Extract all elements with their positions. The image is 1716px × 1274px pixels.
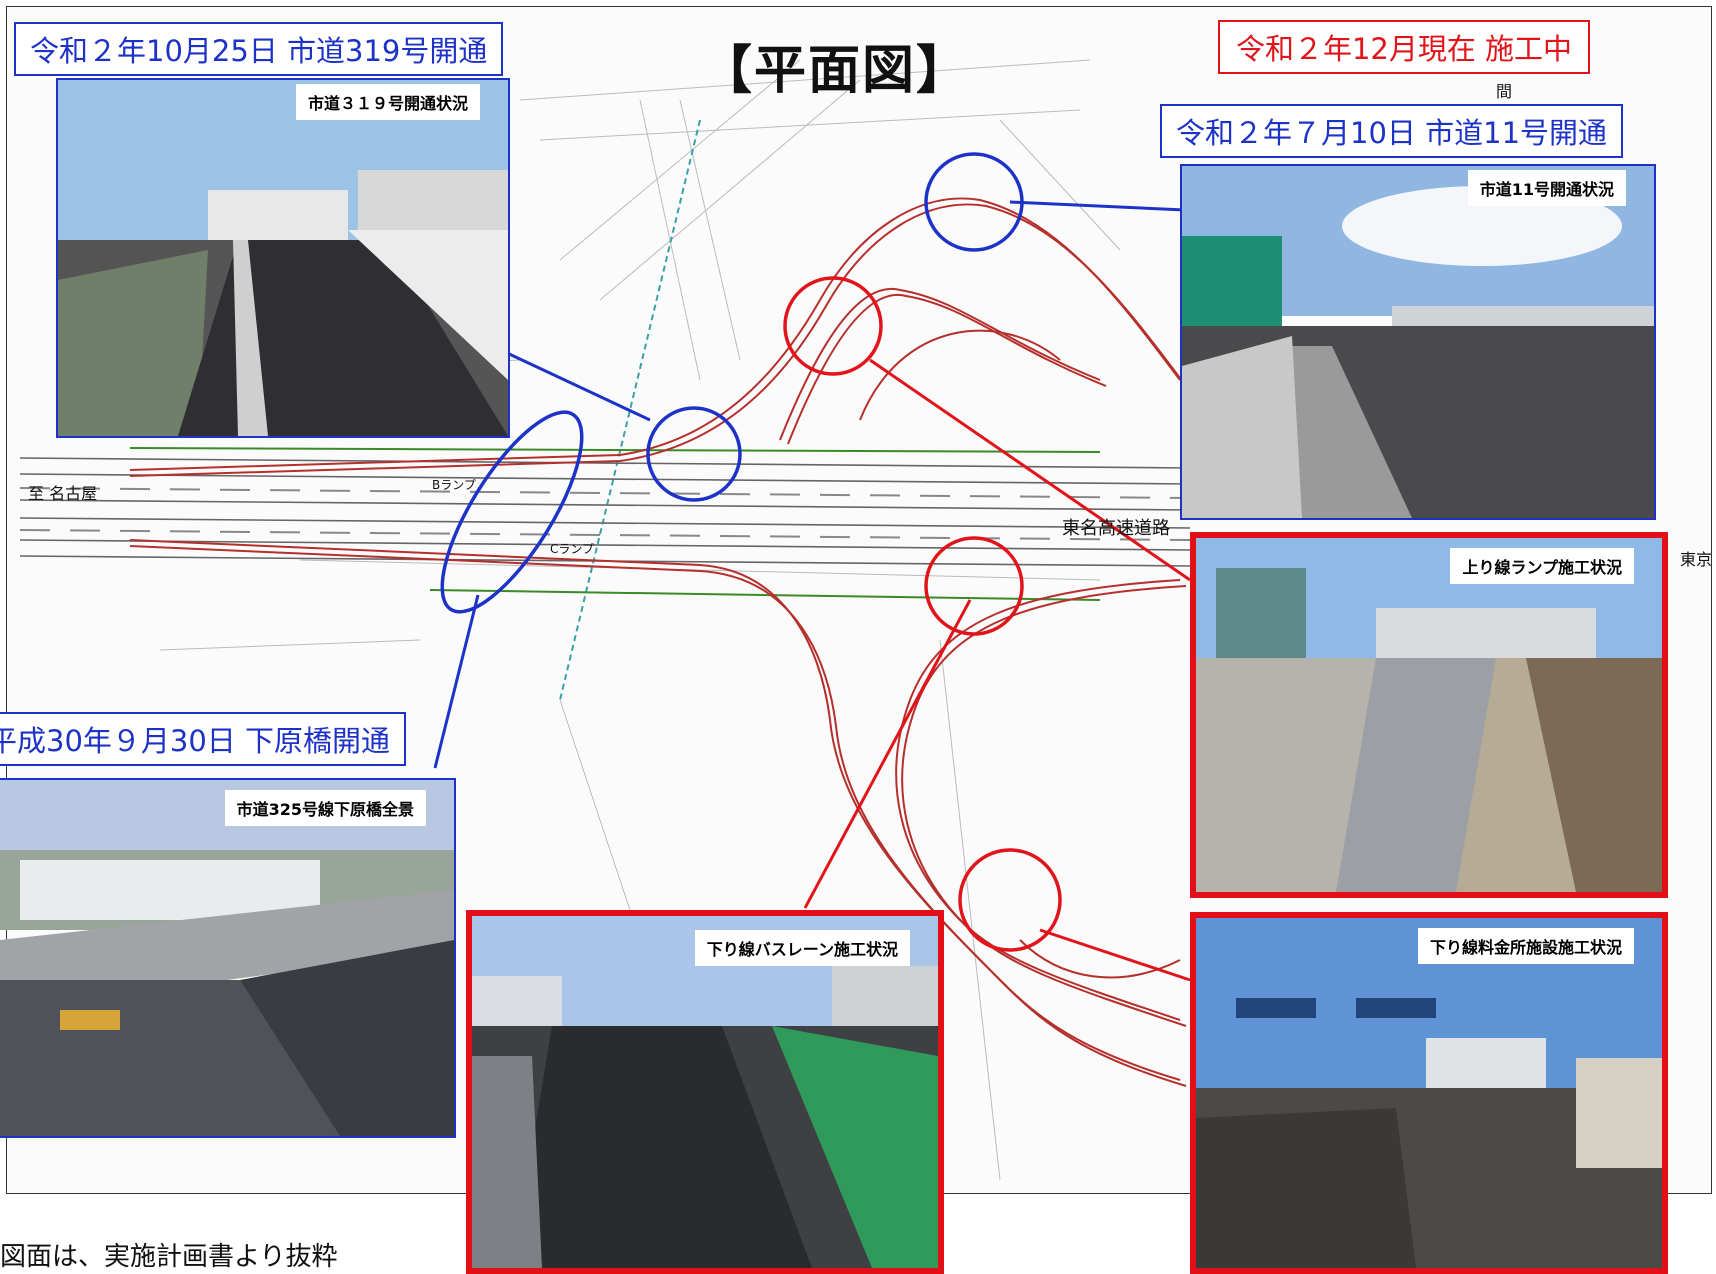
ramp-image (1196, 538, 1662, 892)
ma-label: 間 (1496, 82, 1513, 101)
caption-road-11: 市道11号開通状況 (1467, 170, 1626, 206)
footnote: 図面は、実施計画書より抜粋 (0, 1242, 338, 1272)
to-nagoya-label: 至 名古屋 (28, 484, 98, 503)
photo-shimohara: 市道325号線下原橋全景 (0, 778, 456, 1138)
caption-shimohara: 市道325号線下原橋全景 (224, 790, 426, 826)
label-road-319: 令和２年10月25日 市道319号開通 (14, 22, 504, 76)
photo-ramp: 上り線ランプ施工状況 (1190, 532, 1668, 898)
caption-toll: 下り線料金所施設施工状況 (1417, 928, 1634, 964)
road-11-image (1182, 166, 1654, 518)
label-status: 令和２年12月現在 施工中 (1218, 20, 1590, 74)
photo-road-319: 市道３１９号開通状況 (56, 78, 510, 438)
label-road-11: 令和２年７月10日 市道11号開通 (1160, 104, 1624, 158)
page-title: 【平面図】 (700, 41, 971, 101)
c-ramp-label: Cランプ (550, 542, 595, 556)
caption-road-319: 市道３１９号開通状況 (295, 84, 480, 120)
toll-image (1196, 918, 1662, 1268)
b-ramp-label: Bランプ (432, 478, 476, 492)
photo-toll: 下り線料金所施設施工状況 (1190, 912, 1668, 1274)
expressway-label: 東名高速道路 (1062, 518, 1170, 539)
caption-bus-lane: 下り線バスレーン施工状況 (694, 930, 910, 966)
road-319-image (58, 80, 508, 436)
caption-ramp: 上り線ランプ施工状況 (1450, 548, 1634, 584)
photo-road-11: 市道11号開通状況 (1180, 164, 1656, 520)
photo-bus-lane: 下り線バスレーン施工状況 (466, 910, 944, 1274)
to-tokyo-label: 東京 (1680, 550, 1713, 569)
label-shimohara: 平成30年９月30日 下原橋開通 (0, 712, 407, 766)
bus-lane-image (472, 916, 938, 1268)
shimohara-image (0, 780, 454, 1136)
